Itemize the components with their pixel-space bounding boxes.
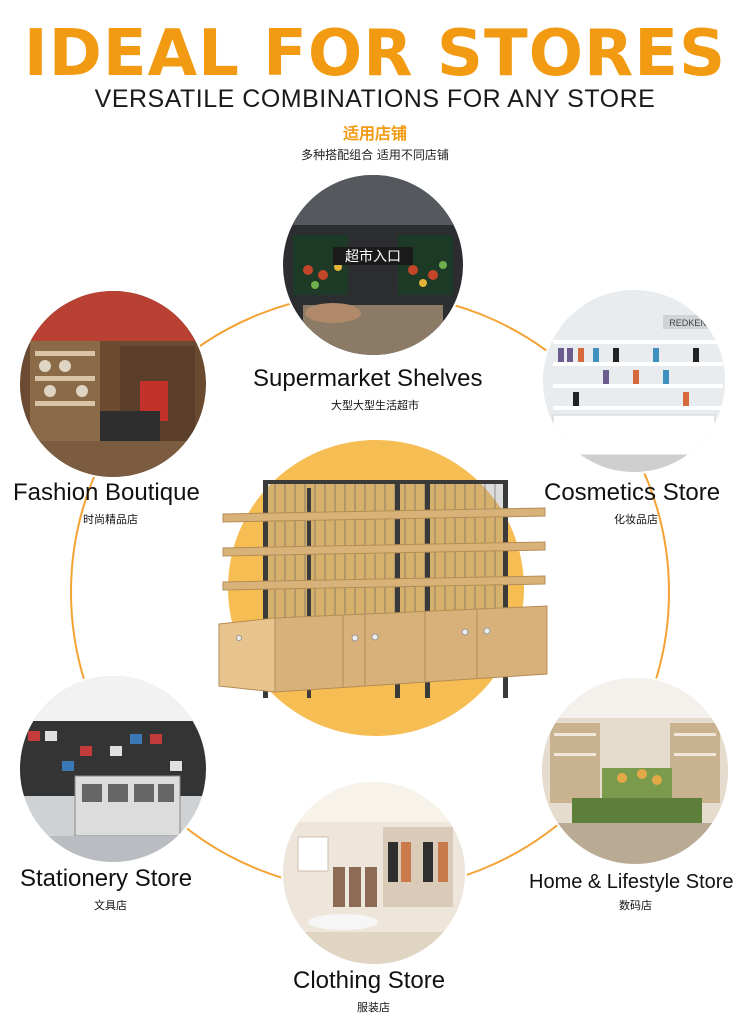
cosmetics-store-photo: REDKEN	[543, 290, 725, 472]
store-label-cosmetics: Cosmetics Store	[544, 479, 721, 506]
store-cn-fashion: 时尚精品店	[83, 513, 138, 526]
cn-title: 适用店铺	[342, 124, 407, 143]
store-label-home-lifestyle: Home & Lifestyle Store	[529, 871, 734, 893]
store-label-clothing: Clothing Store	[293, 967, 446, 994]
page-subtitle: VERSATILE COMBINATIONS FOR ANY STORE	[94, 85, 656, 113]
clothing-store-photo	[283, 782, 465, 964]
store-label-fashion: Fashion Boutique	[13, 479, 200, 506]
home-lifestyle-store-photo	[542, 678, 728, 864]
supermarket-sign: 超市入口	[345, 248, 401, 265]
stationery-store-photo	[20, 676, 206, 862]
supermarket-photo: 超市入口	[283, 175, 463, 355]
shelf-unit-image	[215, 478, 550, 703]
fashion-boutique-photo	[20, 291, 206, 477]
cosmetics-sign: REDKEN	[669, 318, 707, 328]
store-cn-clothing: 服装店	[357, 1001, 390, 1014]
store-label-supermarket: Supermarket Shelves	[253, 365, 483, 392]
cn-subtitle: 多种搭配组合 适用不同店铺	[301, 148, 449, 162]
store-cn-stationery: 文具店	[94, 899, 127, 912]
store-cn-home-lifestyle: 数码店	[619, 899, 652, 912]
store-cn-cosmetics: 化妆品店	[614, 513, 658, 526]
store-label-stationery: Stationery Store	[20, 865, 193, 892]
page-title: IDEAL FOR STORES	[23, 17, 727, 91]
store-cn-supermarket: 大型大型生活超市	[331, 399, 419, 412]
